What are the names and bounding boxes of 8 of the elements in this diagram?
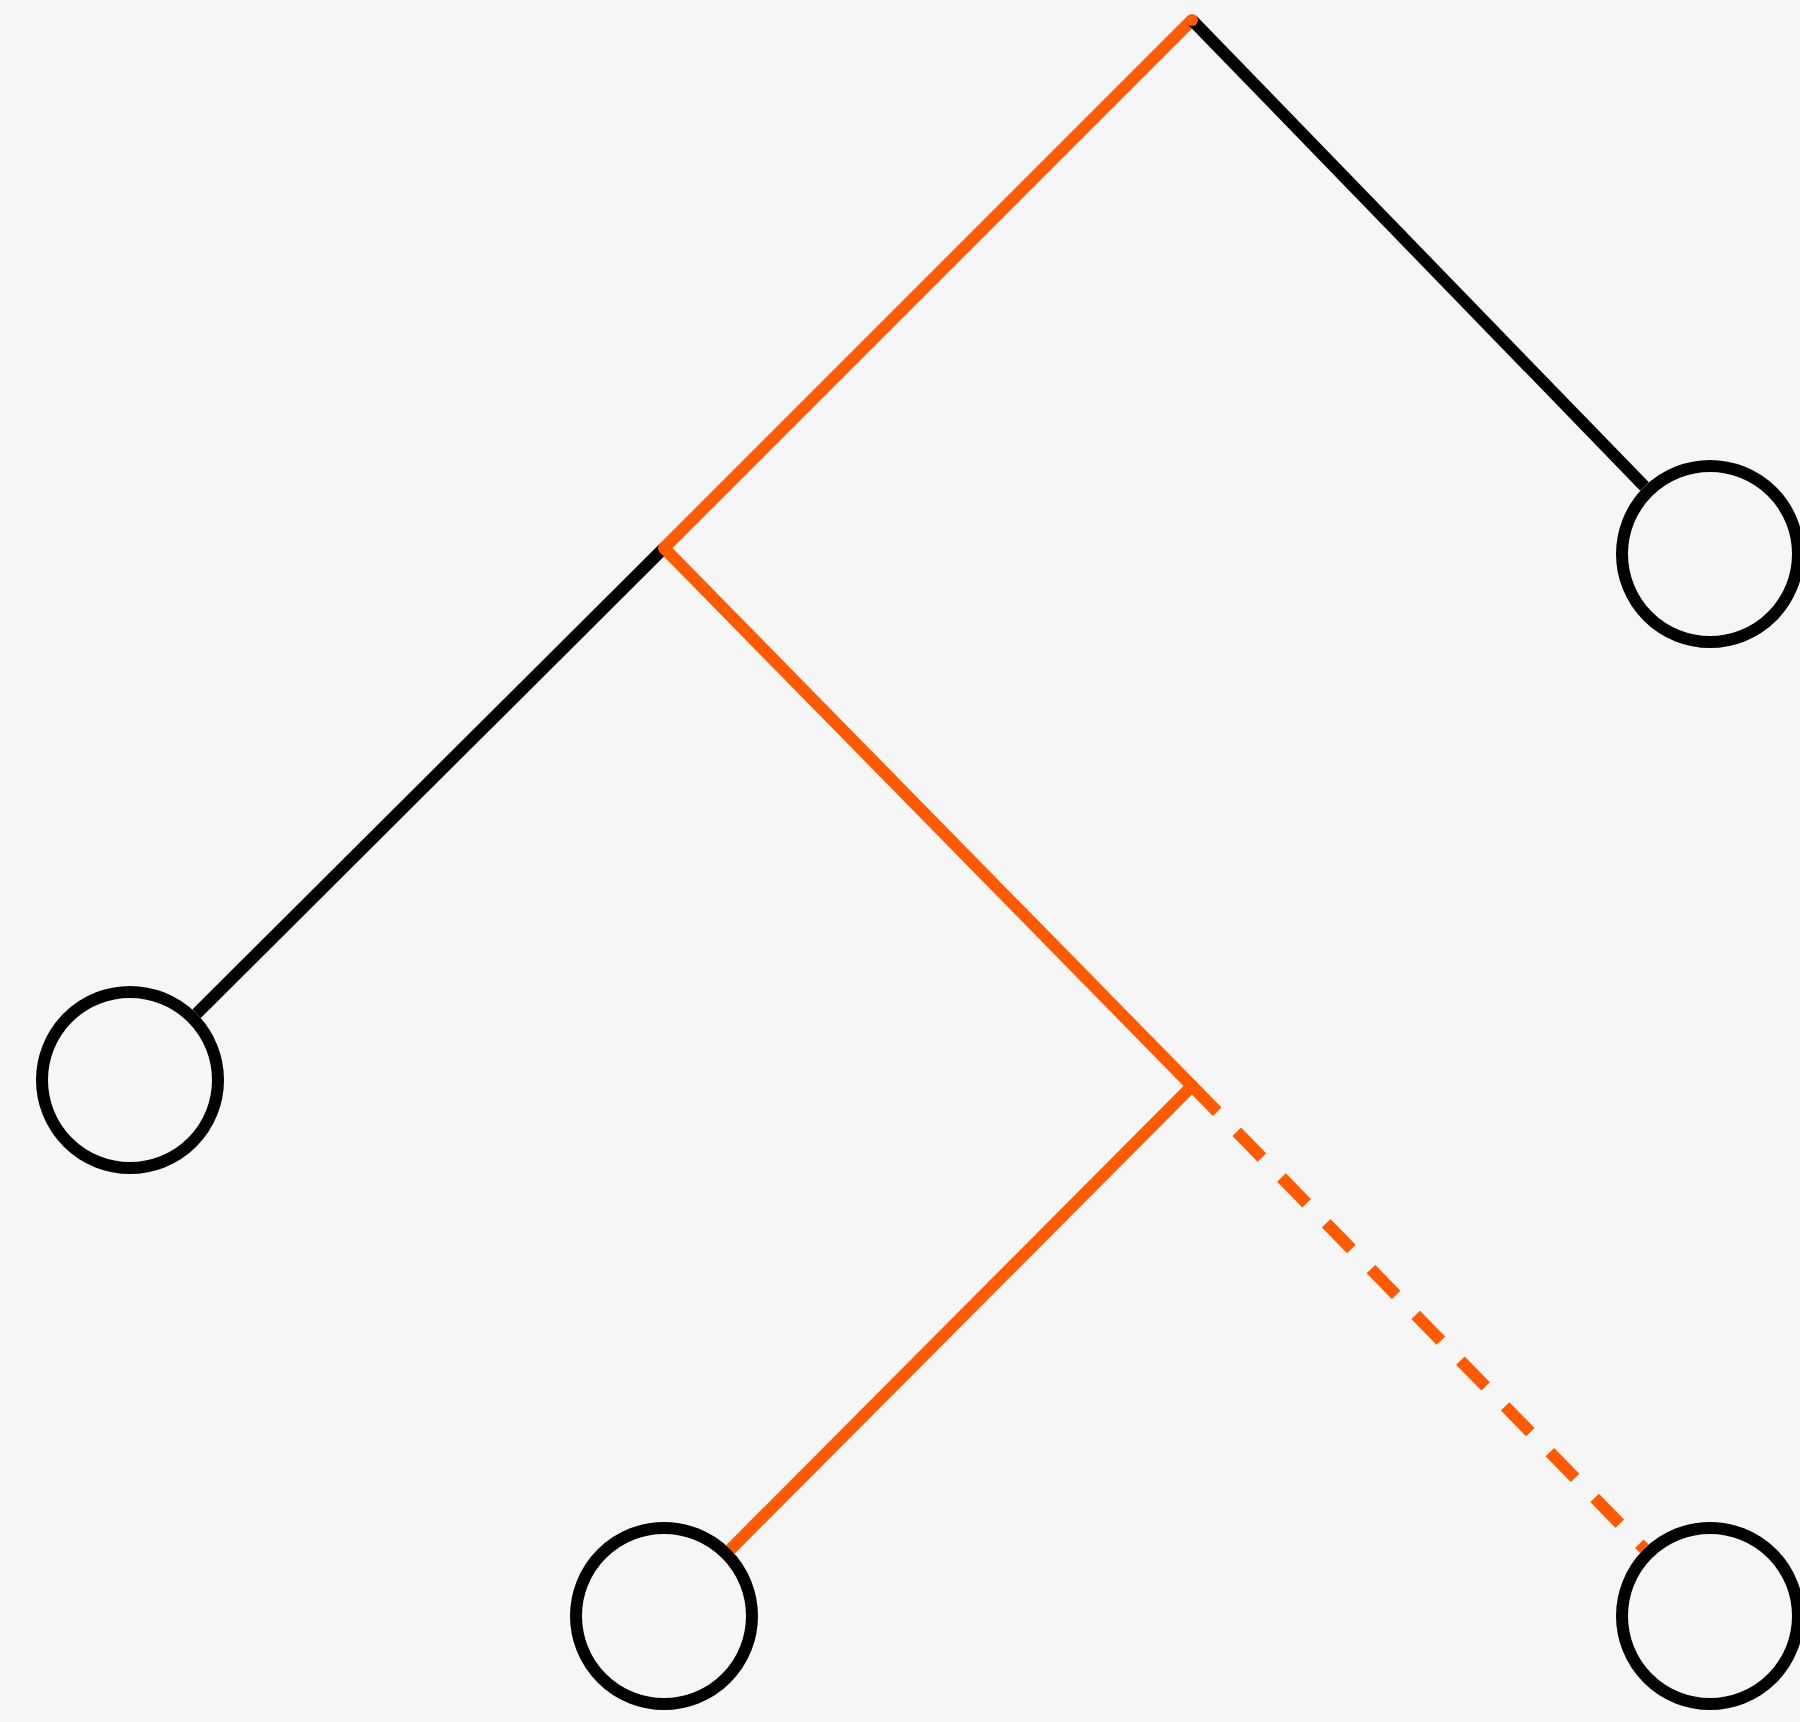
branch-line bbox=[192, 543, 669, 1018]
branch-line bbox=[1187, 15, 1649, 491]
dashed-branch-line bbox=[1187, 1081, 1649, 1553]
branch-point bbox=[1186, 14, 1198, 26]
branch-line bbox=[726, 1081, 1197, 1554]
branch-line bbox=[659, 15, 1197, 553]
branch-line bbox=[659, 543, 1197, 1091]
branch-point bbox=[658, 542, 670, 554]
